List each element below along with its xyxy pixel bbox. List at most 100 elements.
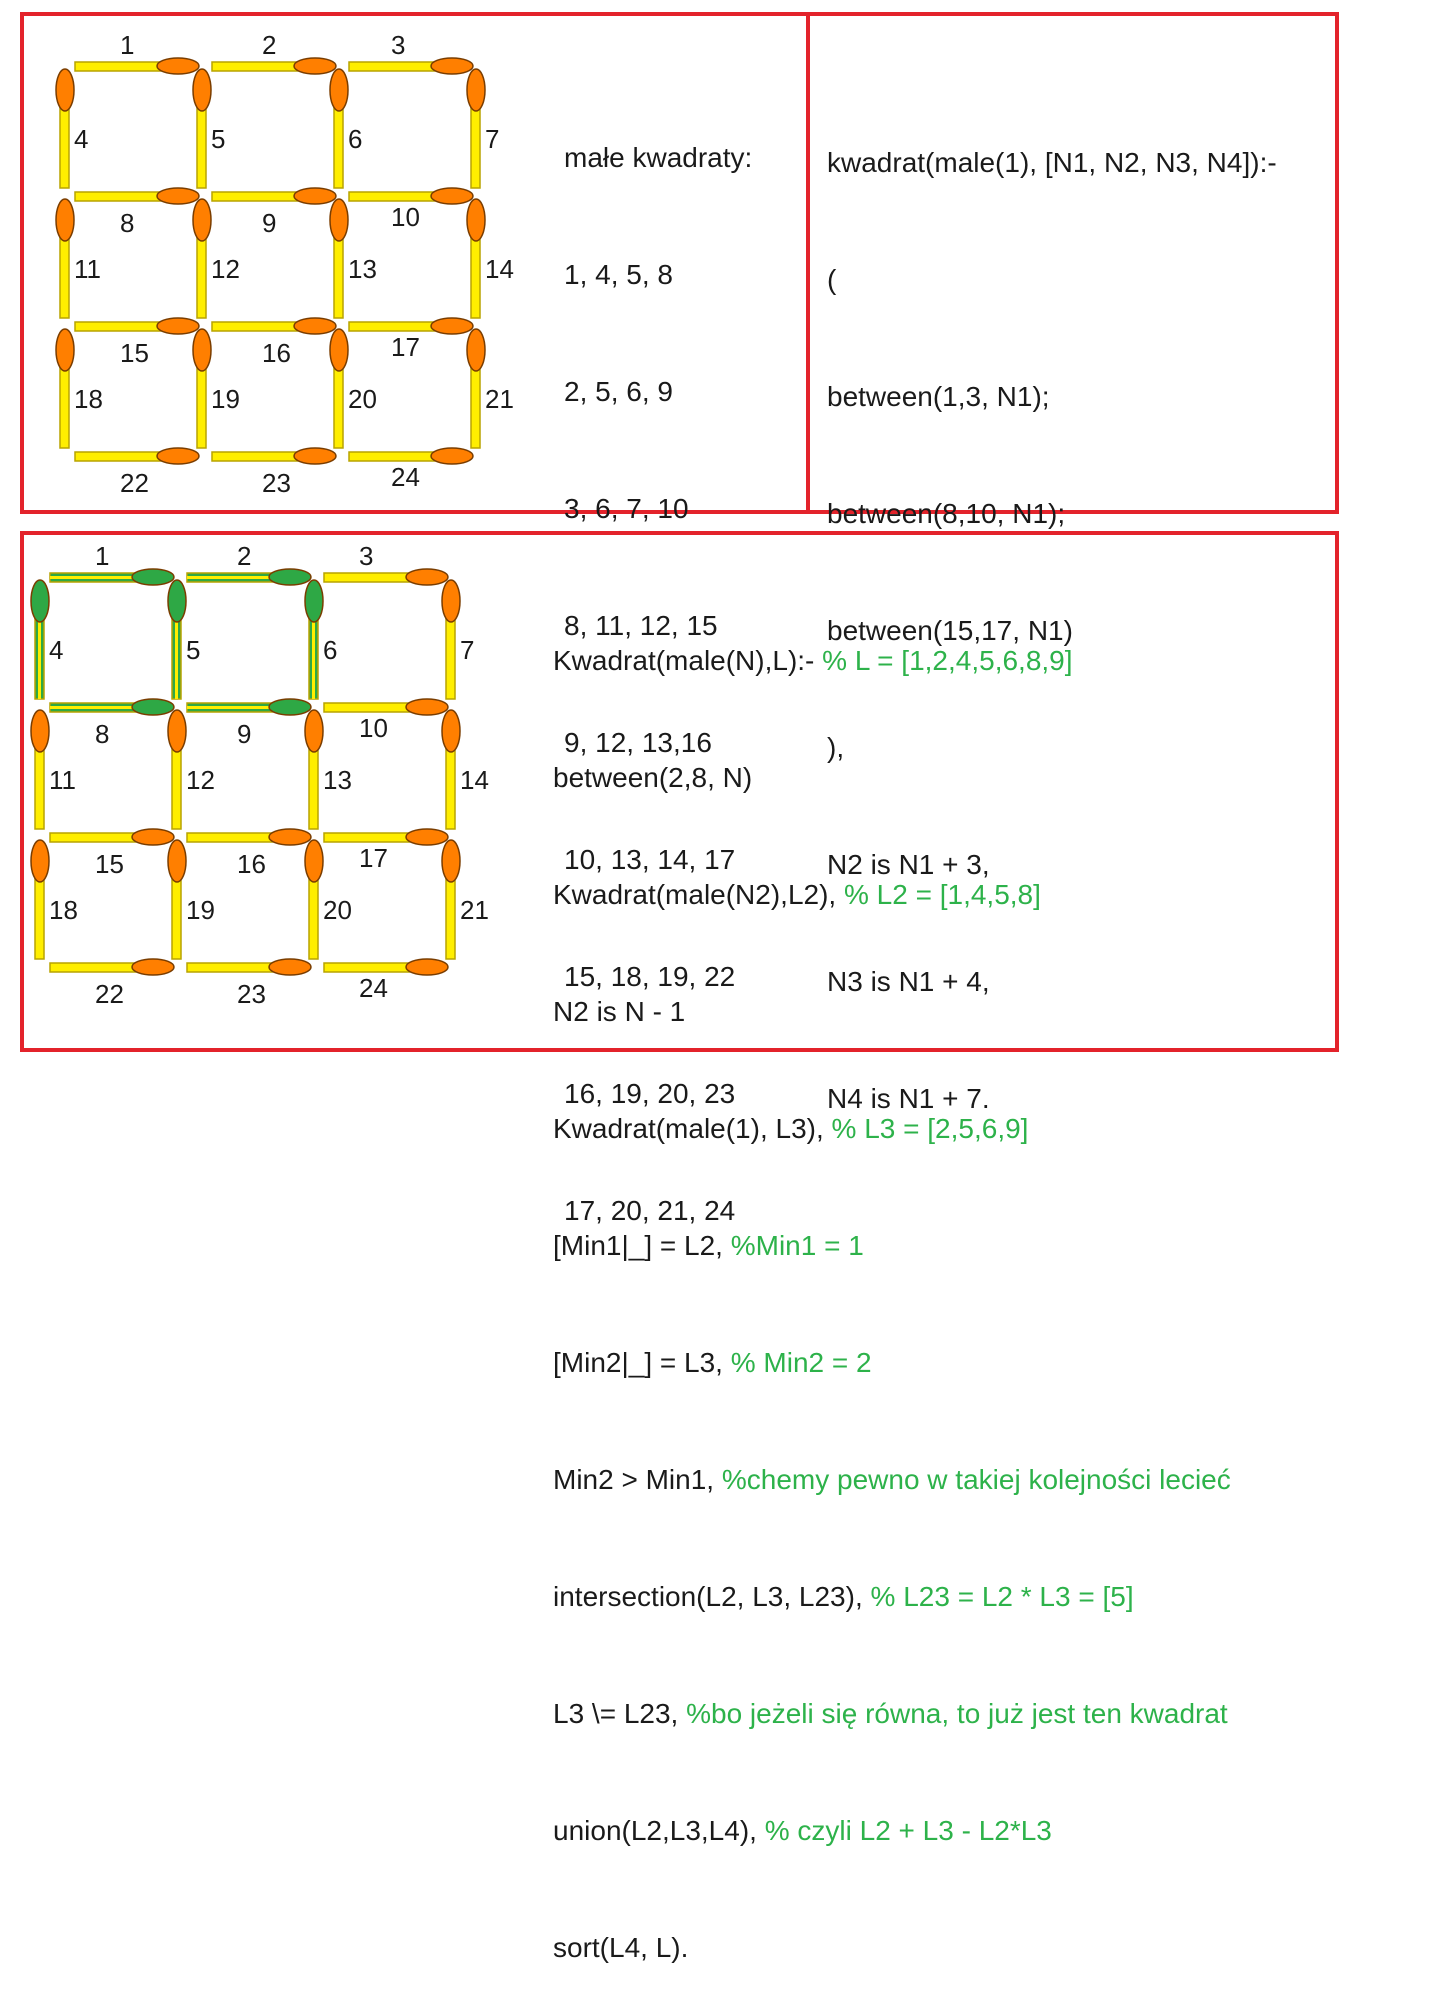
matchstick-10 — [323, 698, 449, 716]
match-number-label: 13 — [323, 765, 352, 795]
matchstick-4 — [55, 68, 75, 189]
match-head — [430, 317, 474, 335]
matchstick-9 — [211, 187, 337, 205]
matchstick-19 — [167, 839, 187, 960]
code-comment: % L2 = [1,4,5,8] — [843, 879, 1041, 910]
top-panel-frame — [20, 12, 1339, 514]
matchstick-14 — [466, 198, 486, 319]
match-number-label: 4 — [74, 124, 88, 154]
matchstick-14 — [441, 709, 461, 830]
match-number-label: 22 — [95, 979, 124, 1009]
match-head — [293, 447, 337, 465]
match-head — [167, 839, 187, 883]
match-number-label: 18 — [74, 384, 103, 414]
code-line: N4 is N1 + 7. — [827, 1083, 990, 1114]
top-code-block: kwadrat(male(1), [N1, N2, N3, N4]):- ( b… — [827, 65, 1277, 1157]
match-number-label: 8 — [95, 719, 109, 749]
code-comment: % czyli L2 + L3 - L2*L3 — [764, 1815, 1052, 1846]
match-head — [293, 317, 337, 335]
match-head — [167, 709, 187, 753]
matchstick-22 — [74, 447, 200, 465]
match-head — [268, 568, 312, 586]
match-head — [466, 328, 486, 372]
bottom-panel-frame — [20, 531, 1339, 1052]
code-comment: % L3 = [2,5,6,9] — [831, 1113, 1029, 1144]
match-head — [304, 579, 324, 623]
match-number-label: 7 — [485, 124, 499, 154]
code-text: sort(L4, L). — [553, 1932, 689, 1963]
code-text: L3 \= L23, — [553, 1698, 687, 1729]
matchstick-10 — [348, 187, 474, 205]
match-head — [430, 187, 474, 205]
small-squares-list: małe kwadraty: 1, 4, 5, 8 2, 5, 6, 9 3, … — [564, 60, 752, 1269]
match-number-label: 17 — [391, 332, 420, 362]
matchstick-24 — [323, 958, 449, 976]
matchstick-19 — [192, 328, 212, 449]
code-line: N2 is N1 + 3, — [827, 849, 990, 880]
code-line: Min2 > Min1, %chemy pewno w takiej kolej… — [553, 1460, 1231, 1499]
matchstick-3 — [323, 568, 449, 586]
code-text: Kwadrat(male(N2),L2), — [553, 879, 844, 910]
code-line: [Min1|_] = L2, %Min1 = 1 — [553, 1226, 1231, 1265]
match-head — [329, 68, 349, 112]
match-number-label: 5 — [211, 124, 225, 154]
match-number-label: 9 — [262, 208, 276, 238]
code-line: [Min2|_] = L3, % Min2 = 2 — [553, 1343, 1231, 1382]
small-square-item: 10, 13, 14, 17 — [564, 844, 736, 875]
match-head — [30, 839, 50, 883]
code-text: [Min2|_] = L3, — [553, 1347, 731, 1378]
code-text: union(L2,L3,L4), — [553, 1815, 765, 1846]
match-number-label: 14 — [485, 254, 514, 284]
code-line: N3 is N1 + 4, — [827, 966, 990, 997]
matchstick-18 — [30, 839, 50, 960]
matchstick-17 — [323, 828, 449, 846]
code-text: Kwadrat(male(N),L):- — [553, 645, 823, 676]
matchstick-12 — [167, 709, 187, 830]
code-line: L3 \= L23, %bo jeżeli się równa, to już … — [553, 1694, 1231, 1733]
bottom-code-block: Kwadrat(male(N),L):- % L = [1,2,4,5,6,8,… — [553, 563, 1231, 2006]
match-number-label: 6 — [348, 124, 362, 154]
match-number-label: 14 — [460, 765, 489, 795]
match-head — [167, 579, 187, 623]
code-comment: % Min2 = 2 — [730, 1347, 872, 1378]
matchstick-22 — [49, 958, 175, 976]
matchstick-7 — [441, 579, 461, 700]
code-comment: %chemy pewno w takiej kolejności lecieć — [721, 1464, 1231, 1495]
match-head — [430, 57, 474, 75]
small-square-item: 2, 5, 6, 9 — [564, 376, 673, 407]
match-head — [405, 958, 449, 976]
match-number-label: 20 — [348, 384, 377, 414]
small-square-item: 1, 4, 5, 8 — [564, 259, 673, 290]
code-line: between(15,17, N1) — [827, 615, 1073, 646]
matchstick-2 — [186, 568, 312, 586]
match-number-label: 16 — [262, 338, 291, 368]
match-head — [156, 57, 200, 75]
code-line: sort(L4, L). — [553, 1928, 1231, 1967]
matchstick-4 — [30, 579, 50, 700]
code-comment: %Min1 = 1 — [730, 1230, 864, 1261]
match-number-label: 2 — [237, 541, 251, 571]
matchstick-3 — [348, 57, 474, 75]
match-number-label: 5 — [186, 635, 200, 665]
match-number-label: 18 — [49, 895, 78, 925]
match-number-label: 21 — [485, 384, 514, 414]
small-squares-title: małe kwadraty: — [564, 142, 753, 173]
code-text: N2 is N - 1 — [553, 996, 686, 1027]
matchstick-6 — [329, 68, 349, 189]
match-head — [430, 447, 474, 465]
code-line: union(L2,L3,L4), % czyli L2 + L3 - L2*L3 — [553, 1811, 1231, 1850]
matchstick-5 — [192, 68, 212, 189]
code-comment: % L23 = L2 * L3 = [5] — [870, 1581, 1134, 1612]
match-head — [192, 328, 212, 372]
matchstick-24 — [348, 447, 474, 465]
matchstick-9 — [186, 698, 312, 716]
code-comment: %bo jeżeli się równa, to już jest ten kw… — [686, 1698, 1228, 1729]
small-square-item: 8, 11, 12, 15 — [564, 610, 718, 641]
match-number-label: 12 — [186, 765, 215, 795]
match-head — [268, 828, 312, 846]
match-head — [30, 579, 50, 623]
code-line: ), — [827, 732, 845, 763]
match-head — [55, 328, 75, 372]
matchstick-8 — [74, 187, 200, 205]
